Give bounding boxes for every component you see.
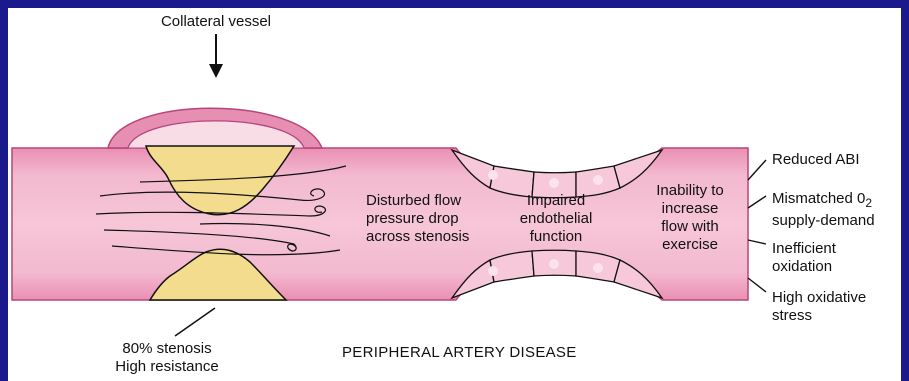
stenosis-label-line2: High resistance bbox=[92, 358, 242, 376]
endothelial-label-line1: Impaired bbox=[496, 192, 616, 210]
endothelial-label-line3: function bbox=[496, 228, 616, 246]
exercise-label-line4: exercise bbox=[636, 236, 744, 254]
inefficient-oxidation-label: Inefficient oxidation bbox=[772, 240, 836, 276]
stenosis-label: 80% stenosis High resistance bbox=[92, 340, 242, 376]
collateral-arrow bbox=[209, 34, 223, 78]
effect-pointer-lines bbox=[748, 160, 766, 292]
flow-label-line2: pressure drop bbox=[366, 210, 506, 228]
mismatch-line1: Mismatched 0 bbox=[772, 190, 865, 207]
inefficient-line1: Inefficient bbox=[772, 240, 836, 258]
stress-line1: High oxidative bbox=[772, 289, 866, 307]
diagram-title: PERIPHERAL ARTERY DISEASE bbox=[342, 344, 577, 362]
stenosis-pointer bbox=[175, 308, 215, 336]
exercise-label-line2: increase bbox=[636, 200, 744, 218]
flow-label-line3: across stenosis bbox=[366, 228, 506, 246]
mismatched-o2-label: Mismatched 02 supply-demand bbox=[772, 190, 907, 230]
exercise-label: Inability to increase flow with exercise bbox=[636, 182, 744, 254]
collateral-vessel-label: Collateral vessel bbox=[142, 13, 290, 31]
stress-line2: stress bbox=[772, 307, 866, 325]
oxidative-stress-label: High oxidative stress bbox=[772, 289, 866, 325]
stenosis-label-line1: 80% stenosis bbox=[92, 340, 242, 358]
endothelial-label-line2: endothelial bbox=[496, 210, 616, 228]
exercise-label-line3: flow with bbox=[636, 218, 744, 236]
endothelial-label: Impaired endothelial function bbox=[496, 192, 616, 246]
inefficient-line2: oxidation bbox=[772, 258, 836, 276]
flow-label-line1: Disturbed flow bbox=[366, 192, 506, 210]
mismatch-subscript: 2 bbox=[865, 196, 872, 210]
reduced-abi-label: Reduced ABI bbox=[772, 151, 860, 169]
disturbed-flow-label: Disturbed flow pressure drop across sten… bbox=[366, 192, 506, 246]
mismatch-line2: supply-demand bbox=[772, 212, 907, 230]
exercise-label-line1: Inability to bbox=[636, 182, 744, 200]
